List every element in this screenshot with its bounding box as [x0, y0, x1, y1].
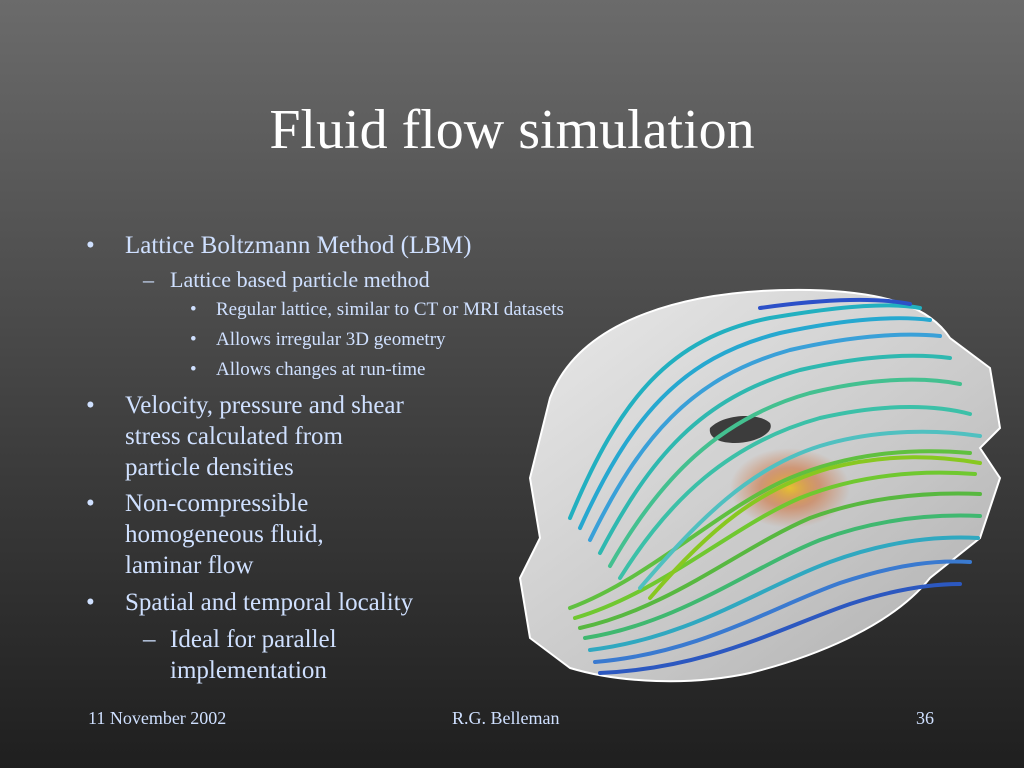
streamline: [588, 535, 980, 652]
sub-sub-bullet-irregular-geometry: • Allows irregular 3D geometry: [190, 327, 510, 353]
bullet-text: Allows irregular 3D geometry: [216, 329, 446, 350]
sub-bullet-lattice-particle: – Lattice based particle method: [143, 264, 523, 295]
sub-sub-bullet-runtime-changes: • Allows changes at run-time: [190, 357, 510, 383]
bullet-text: Lattice based particle method: [170, 267, 430, 292]
streamline: [588, 332, 942, 542]
streamline: [638, 429, 982, 590]
streamline: [598, 353, 952, 555]
sub-sub-bullet-regular-lattice: • Regular lattice, similar to CT or MRI …: [190, 297, 640, 323]
sub-bullet-parallel: – Ideal for parallel implementation: [143, 624, 503, 686]
bullet-marker: •: [190, 359, 197, 380]
fluid-flow-streamlines-image: [518, 288, 1002, 683]
footer-page-number: 36: [916, 708, 934, 728]
bullet-text: Regular lattice, similar to CT or MRI da…: [216, 299, 564, 320]
streamline: [583, 513, 982, 640]
bullet-lbm: • Lattice Boltzmann Method (LBM): [86, 230, 526, 261]
dash-marker: –: [143, 626, 156, 653]
bullet-text: Allows changes at run-time: [216, 359, 426, 380]
vessel-hole: [709, 416, 771, 443]
bullet-text: Ideal for parallel implementation: [170, 626, 337, 684]
footer-date: 11 November 2002: [88, 708, 227, 728]
bullet-non-compressible: • Non-compressible homogeneous fluid, la…: [86, 488, 486, 581]
bullet-velocity-pressure: • Velocity, pressure and shear stress ca…: [86, 390, 486, 483]
streamline: [608, 377, 962, 568]
bullet-locality: • Spatial and temporal locality: [86, 587, 506, 618]
bullet-marker: •: [86, 490, 95, 517]
streamline: [593, 559, 972, 664]
streamline: [598, 582, 962, 675]
streamline: [758, 297, 912, 310]
streamline: [578, 491, 982, 630]
bullet-marker: •: [190, 329, 197, 350]
bullet-text: Velocity, pressure and shear stress calc…: [125, 392, 404, 481]
streamline: [568, 449, 972, 610]
streamlines: [568, 297, 982, 675]
streamline: [578, 316, 932, 530]
footer-author: R.G. Belleman: [452, 708, 560, 728]
streamline: [568, 303, 922, 520]
dash-marker: –: [143, 267, 154, 292]
bullet-marker: •: [86, 232, 95, 259]
streamline: [573, 470, 977, 620]
bullet-marker: •: [86, 392, 95, 419]
bullet-text: Non-compressible homogeneous fluid, lami…: [125, 490, 324, 579]
bullet-text: Spatial and temporal locality: [125, 589, 414, 616]
bullet-marker: •: [86, 589, 95, 616]
bullet-text: Lattice Boltzmann Method (LBM): [125, 232, 472, 259]
streamline: [648, 455, 982, 600]
slide-title: Fluid flow simulation: [269, 99, 755, 161]
streamline: [618, 405, 972, 580]
bullet-marker: •: [190, 299, 197, 320]
